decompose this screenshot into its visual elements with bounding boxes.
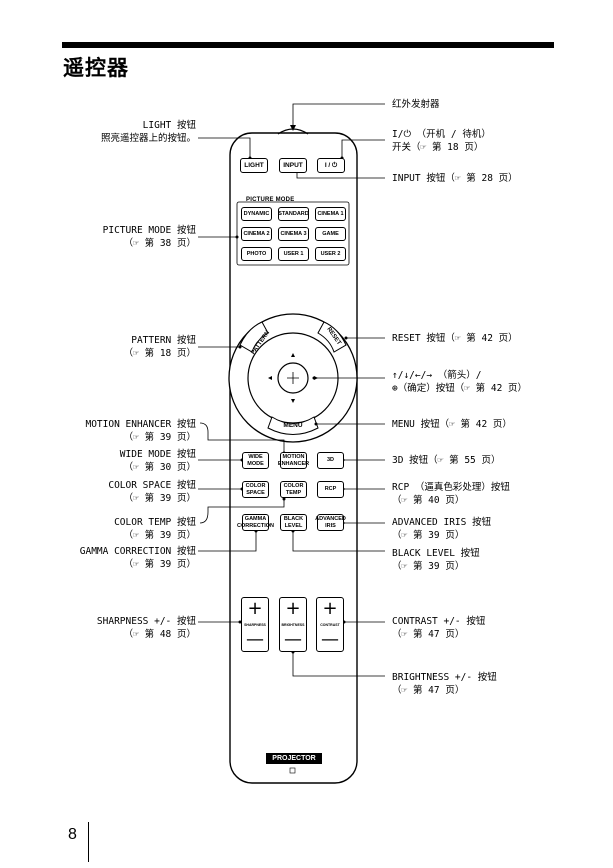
reset-button: [317, 321, 347, 353]
sharpness-label: SHARPNESS: [244, 623, 266, 627]
arrow-up-icon: [291, 353, 295, 357]
arrow-down-icon: [291, 399, 295, 403]
callout-motion-enhancer: MOTION ENHANCER 按钮（☞ 第 39 页）: [85, 419, 196, 443]
callout-reset: RESET 按钮（☞ 第 42 页）: [392, 333, 518, 344]
title-rule: [62, 42, 554, 48]
ir-arrow-icon: [290, 125, 296, 131]
picture-mode-cinema3-button[interactable]: CINEMA 3: [278, 227, 309, 241]
color-temp-button[interactable]: COLOR TEMP: [280, 481, 307, 498]
picture-mode-cinema1-button[interactable]: CINEMA 1: [315, 207, 346, 221]
enter-icon: [287, 372, 299, 384]
page-title: 遥控器: [63, 56, 129, 80]
callout-pattern: PATTERN 按钮（☞ 第 18 页）: [123, 335, 196, 359]
motion-enhancer-button[interactable]: MOTION ENHANCER: [278, 452, 309, 469]
sharpness-rocker[interactable]: + SHARPNESS —: [241, 597, 269, 652]
picture-mode-user2-button[interactable]: USER 2: [315, 247, 346, 261]
logo-mark: [289, 767, 296, 774]
page-number-rule: [88, 822, 89, 862]
callout-3d: 3D 按钮（☞ 第 55 页）: [392, 455, 501, 466]
black-level-button[interactable]: BLACK LEVEL: [280, 514, 307, 531]
picture-mode-game-button[interactable]: GAME: [315, 227, 346, 241]
contrast-rocker[interactable]: + CONTRAST —: [316, 597, 344, 652]
page-number: 8: [68, 826, 77, 843]
power-button[interactable]: I / ⏻: [317, 158, 345, 173]
contrast-label: CONTRAST: [320, 623, 340, 627]
advanced-iris-button[interactable]: ADVANCED IRIS: [315, 514, 346, 531]
callout-gamma: GAMMA CORRECTION 按钮（☞ 第 39 页）: [79, 546, 196, 570]
contrast-plus[interactable]: +: [322, 598, 338, 619]
light-button[interactable]: LIGHT: [240, 158, 268, 173]
picture-mode-photo-button[interactable]: PHOTO: [241, 247, 272, 261]
pattern-button: [239, 321, 269, 353]
wide-mode-button[interactable]: WIDE MODE: [242, 452, 269, 469]
brightness-rocker[interactable]: + BRIGHTNESS —: [279, 597, 307, 652]
input-button[interactable]: INPUT: [279, 158, 307, 173]
picture-mode-group: [236, 201, 350, 266]
gamma-correction-button[interactable]: GAMMA CORRECTION: [237, 514, 274, 531]
callout-light: LIGHT 按钮照亮遥控器上的按钮。: [100, 120, 196, 144]
callout-color-temp: COLOR TEMP 按钮（☞ 第 39 页）: [114, 517, 196, 541]
callout-brightness: BRIGHTNESS +/- 按钮（☞ 第 47 页）: [392, 672, 497, 696]
picture-mode-standard-button[interactable]: STANDARD: [278, 207, 309, 221]
callout-black-level: BLACK LEVEL 按钮（☞ 第 39 页）: [392, 548, 480, 572]
picture-mode-dynamic-button[interactable]: DYNAMIC: [241, 207, 272, 221]
menu-button: [267, 416, 319, 435]
sharpness-plus[interactable]: +: [247, 598, 263, 619]
arrow-left-icon: [268, 376, 272, 380]
callout-arrows: ↑/↓/←/→ （箭头）/⊕（确定）按钮（☞ 第 42 页）: [392, 370, 528, 394]
picture-mode-user1-button[interactable]: USER 1: [278, 247, 309, 261]
leader-lines-right: [292, 103, 385, 677]
projector-brand-label: PROJECTOR: [266, 753, 322, 764]
callout-rcp: RCP （逼真色彩处理）按钮（☞ 第 40 页）: [392, 482, 510, 506]
callout-wide-mode: WIDE MODE 按钮（☞ 第 30 页）: [119, 449, 196, 473]
brightness-minus[interactable]: —: [284, 629, 302, 650]
callout-ir: 红外发射器: [392, 99, 440, 110]
picture-mode-caption: PICTURE MODE: [246, 197, 295, 203]
brightness-label: BRIGHTNESS: [281, 623, 305, 627]
contrast-minus[interactable]: —: [321, 629, 339, 650]
brightness-plus[interactable]: +: [285, 598, 301, 619]
3d-button[interactable]: 3D: [317, 452, 344, 469]
callout-picture-mode: PICTURE MODE 按钮（☞ 第 38 页）: [102, 225, 196, 249]
menu-label: MENU: [283, 422, 302, 429]
callout-power: I/⏻ （开机 / 待机）开关（☞ 第 18 页）: [392, 129, 491, 153]
picture-mode-cinema2-button[interactable]: CINEMA 2: [241, 227, 272, 241]
callout-sharpness: SHARPNESS +/- 按钮（☞ 第 48 页）: [96, 616, 196, 640]
color-space-button[interactable]: COLOR SPACE: [242, 481, 269, 498]
sharpness-minus[interactable]: —: [246, 629, 264, 650]
callout-advanced-iris: ADVANCED IRIS 按钮（☞ 第 39 页）: [392, 517, 492, 541]
leader-lines-left: [198, 137, 285, 623]
callout-color-space: COLOR SPACE 按钮（☞ 第 39 页）: [108, 480, 196, 504]
callout-menu: MENU 按钮（☞ 第 42 页）: [392, 419, 512, 430]
callout-contrast: CONTRAST +/- 按钮（☞ 第 47 页）: [392, 616, 486, 640]
rcp-button[interactable]: RCP: [317, 481, 344, 498]
callout-input: INPUT 按钮（☞ 第 28 页）: [392, 173, 518, 184]
